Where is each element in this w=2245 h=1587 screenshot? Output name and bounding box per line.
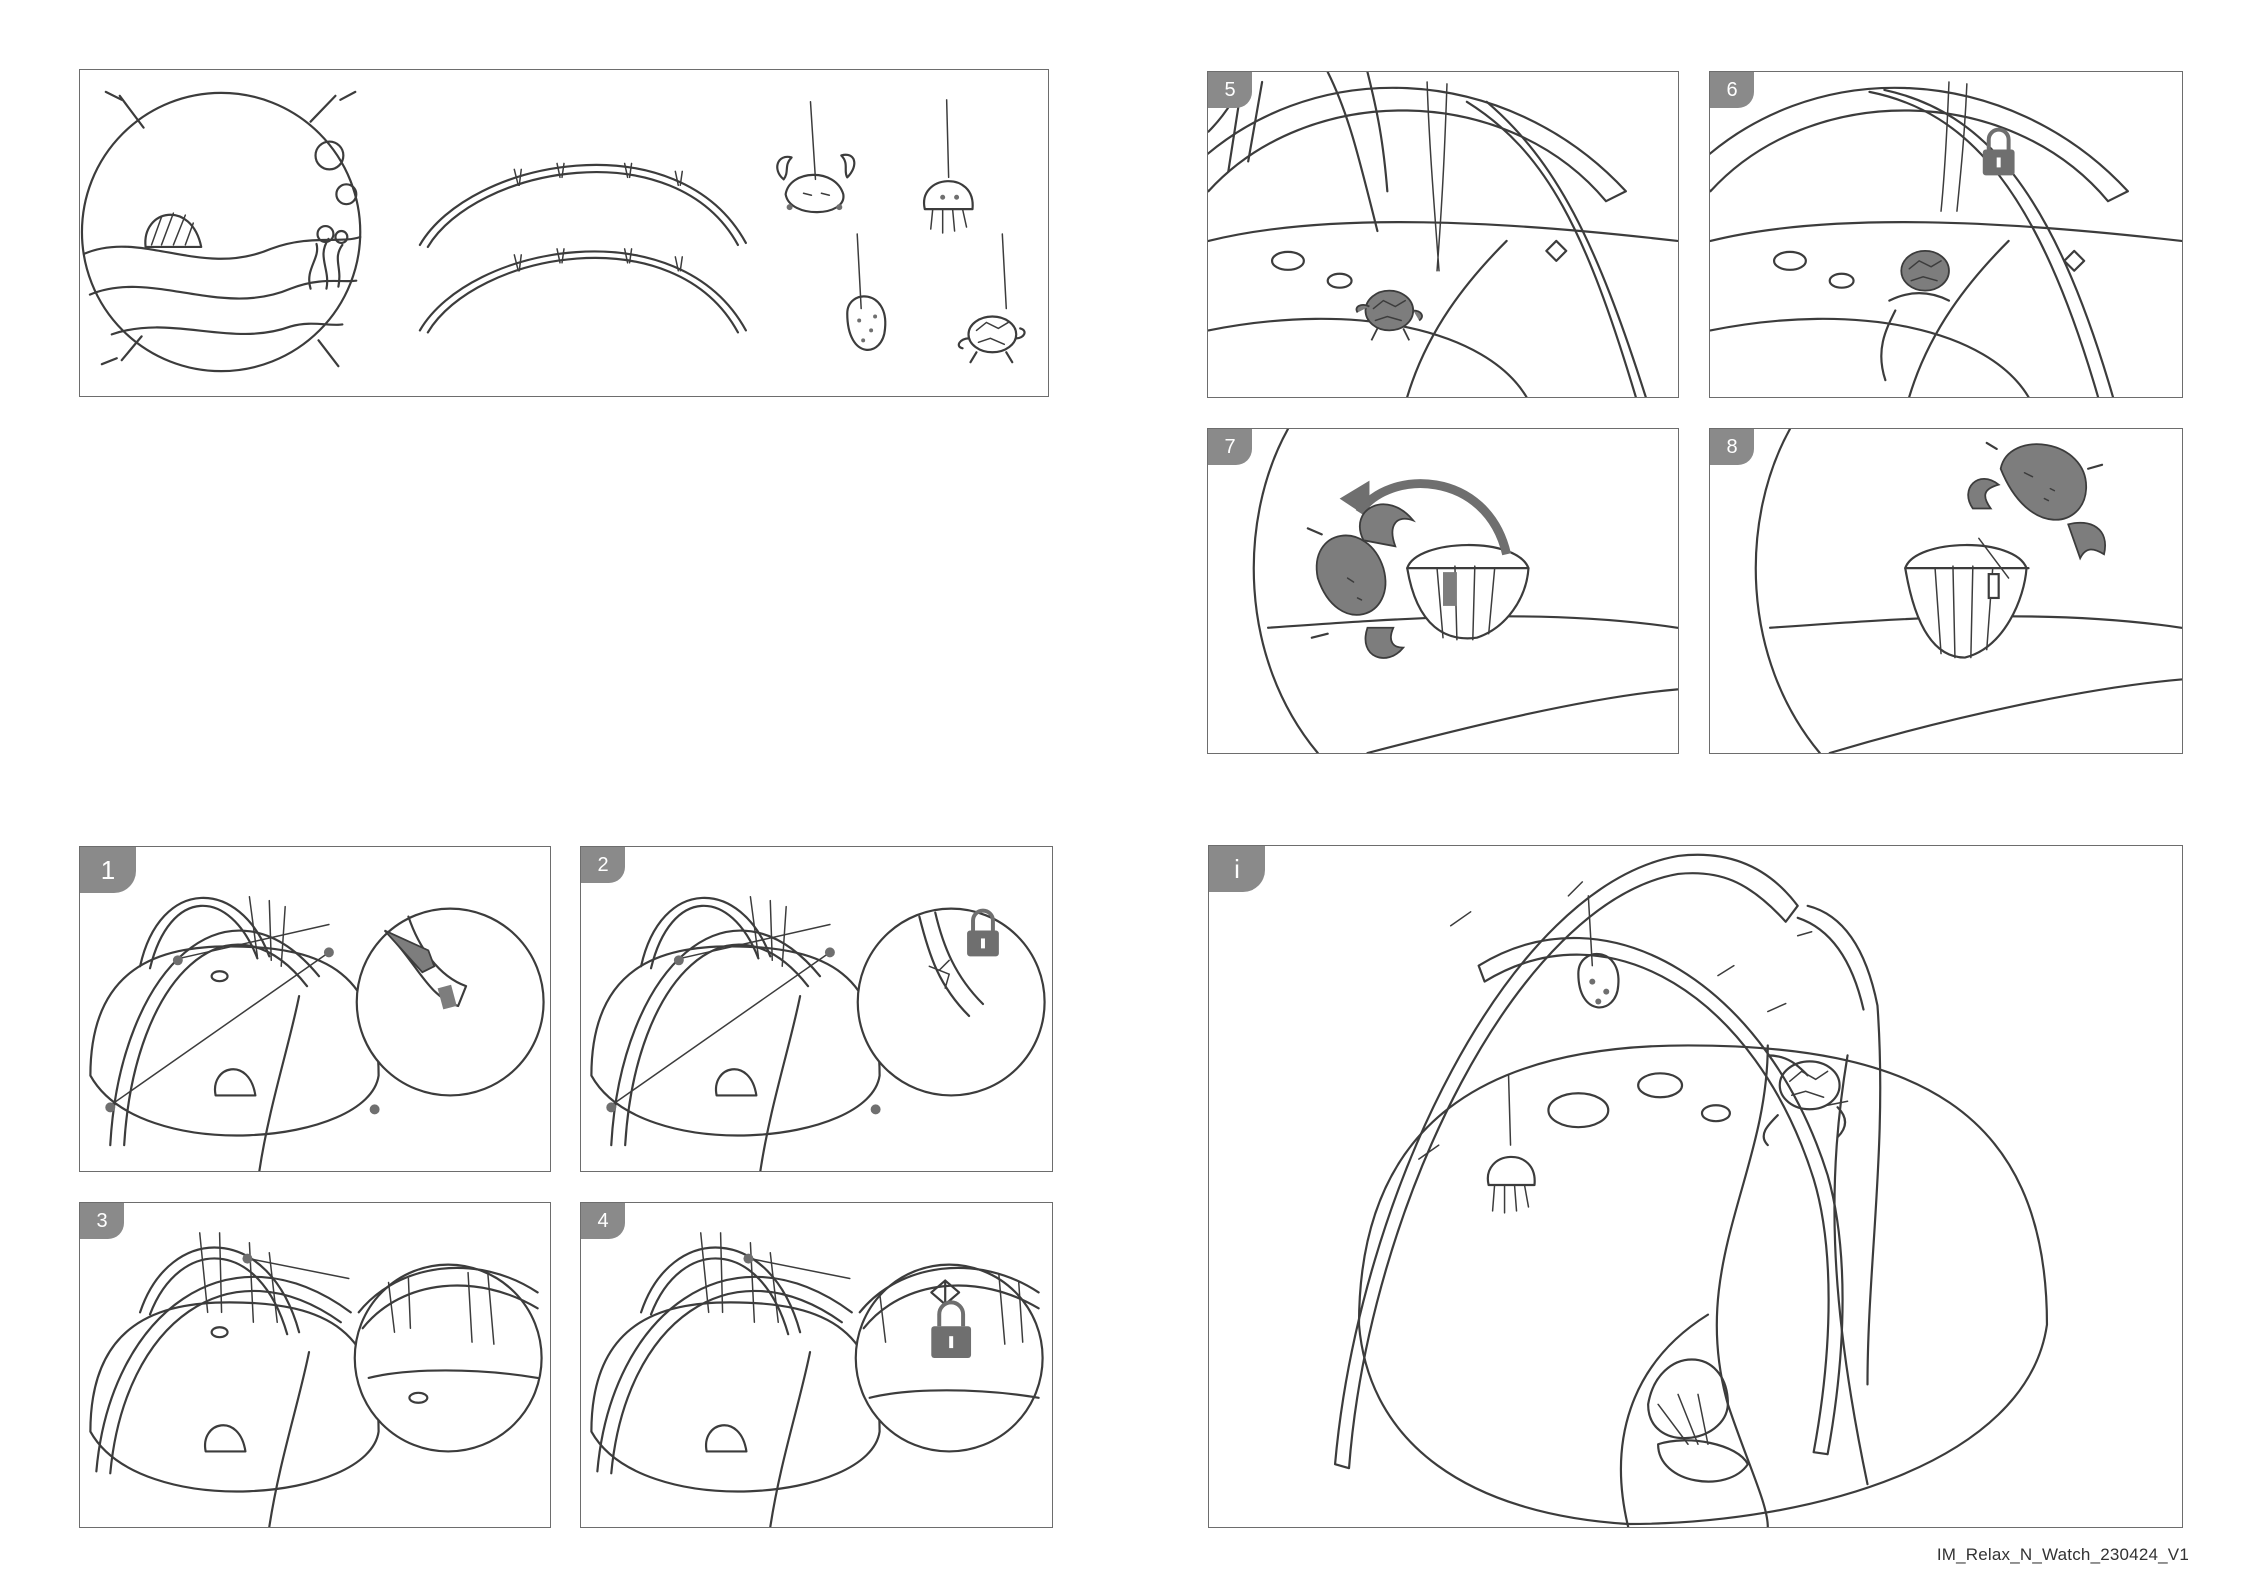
step-7-panel: 7 <box>1207 428 1679 754</box>
assembled-illustration <box>1209 846 2182 1527</box>
step-number-badge: 7 <box>1208 429 1252 465</box>
step-1-panel: 1 <box>79 846 551 1172</box>
step-number-badge: 8 <box>1710 429 1754 465</box>
parts-illustration <box>80 70 1048 396</box>
crab-toy <box>777 102 854 212</box>
jellyfish-toy <box>924 100 973 233</box>
step-3-illustration <box>80 1203 550 1527</box>
turtle-toy <box>959 234 1025 362</box>
step-6-panel: 6 <box>1709 71 2183 398</box>
step-8-illustration <box>1710 429 2182 753</box>
step-8-panel: 8 <box>1709 428 2183 754</box>
document-id: IM_Relax_N_Watch_230424_V1 <box>1937 1545 2189 1565</box>
lock-icon <box>1983 130 2015 176</box>
step-1-illustration <box>80 847 550 1171</box>
step-number-badge: 3 <box>80 1203 124 1239</box>
parts-overview-panel <box>79 69 1049 397</box>
shell-toy <box>847 234 885 350</box>
step-4-illustration <box>581 1203 1052 1527</box>
step-number-badge: 5 <box>1208 72 1252 108</box>
step-2-illustration <box>581 847 1052 1171</box>
step-2-panel: 2 <box>580 846 1053 1172</box>
shell-toy <box>1578 896 1618 1008</box>
jellyfish-toy <box>1488 1075 1535 1213</box>
step-3-panel: 3 <box>79 1202 551 1528</box>
toy-arch-parts <box>420 163 746 332</box>
step-7-illustration <box>1208 429 1678 753</box>
play-mat-part <box>82 92 360 371</box>
step-number-badge: 6 <box>1710 72 1754 108</box>
step-number-badge: 1 <box>80 847 136 893</box>
step-6-illustration <box>1710 72 2182 397</box>
step-4-panel: 4 <box>580 1202 1053 1528</box>
step-5-panel: 5 <box>1207 71 1679 398</box>
step-number-badge: 4 <box>581 1203 625 1239</box>
step-number-badge: 2 <box>581 847 625 883</box>
turtle-toy <box>1764 1055 1845 1145</box>
step-5-illustration <box>1208 72 1678 397</box>
info-badge: i <box>1209 846 1265 892</box>
assembled-overview-panel: i <box>1208 845 2183 1528</box>
